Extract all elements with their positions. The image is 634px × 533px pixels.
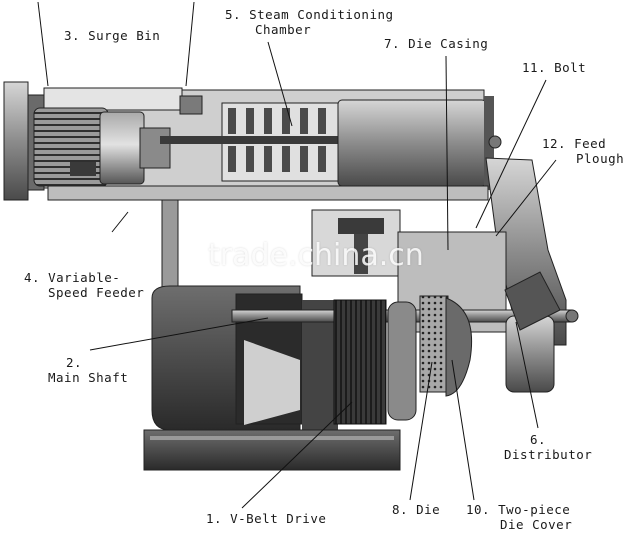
base-highlight [150,436,394,440]
label-bolt-text: 11. Bolt [522,60,587,75]
conditioner-paddle [318,146,326,172]
label-feed-plough-line2: Plough [576,151,625,166]
v-belt-pulley [333,299,387,425]
conditioner-paddle [282,108,290,134]
label-distributor-line2: Distributor [504,447,593,462]
leader-lines [37,1,557,509]
leader-feeder [111,211,129,233]
die-ring [387,295,473,421]
leader-distributor [515,321,539,429]
conditioner-paddle [300,146,308,172]
label-distributor-line1: 6. [530,432,547,447]
label-feed-plough: 12. Feed Plough [542,136,624,166]
distributor [504,271,561,393]
label-die-cover: 10. Two-piece Die Cover [466,502,572,532]
label-feeder-line2: Speed Feeder [48,285,145,300]
label-die-casing: 7. Die Casing [384,36,488,51]
leader-die-casing [445,55,449,251]
conditioner-paddle [282,146,290,172]
label-v-belt-text: 1. V-Belt Drive [206,511,327,526]
leader-surge-bin-right [185,1,195,87]
conditioner-paddle [246,146,254,172]
label-die-casing-text: 7. Die Casing [384,36,489,51]
leader-main-shaft [89,317,269,351]
label-die-text: 8. Die [392,502,441,517]
conditioner-paddle [318,108,326,134]
label-v-belt: 1. V-Belt Drive [206,511,326,526]
leader-v-belt [241,401,353,509]
label-feed-plough-line1: 12. Feed [542,136,607,151]
label-die: 8. Die [392,502,440,517]
conditioner-paddle [246,108,254,134]
label-surge-bin-text: 3. Surge Bin [64,28,161,43]
label-feeder: 4. Variable- Speed Feeder [24,270,144,300]
conditioner-paddle [300,108,308,134]
label-steam-chamber: 5. Steam Conditioning Chamber [225,7,394,37]
motor [33,107,171,187]
label-main-shaft-line2: Main Shaft [48,370,129,385]
label-main-shaft: 2. Main Shaft [48,355,128,385]
label-die-cover-line2: Die Cover [500,517,573,532]
label-steam-chamber-line2: Chamber [255,22,312,37]
leader-bolt [475,79,547,229]
conditioner-paddle [228,146,236,172]
leader-die-cover [451,359,475,501]
label-main-shaft-line1: 2. [66,355,83,370]
label-feeder-line1: 4. Variable- [24,270,121,285]
conditioner-paddle [264,146,272,172]
conditioner-paddle [264,108,272,134]
main-housing [151,285,338,431]
leader-feed-plough [495,159,557,237]
shaft-nut [565,309,579,323]
frame-beam [47,185,489,201]
label-bolt: 11. Bolt [522,60,586,75]
leader-surge-bin-left [37,1,49,87]
steam-chamber [160,96,502,190]
leader-steam-chamber [267,41,293,127]
label-distributor: 6. Distributor [504,432,592,462]
label-steam-chamber-line1: 5. Steam Conditioning [225,7,394,22]
label-surge-bin: 3. Surge Bin [64,28,160,43]
leader-die [409,361,433,501]
conditioner-paddle [228,108,236,134]
label-die-cover-line1: 10. Two-piece [466,502,571,517]
watermark: trade.china.cn [208,238,424,273]
